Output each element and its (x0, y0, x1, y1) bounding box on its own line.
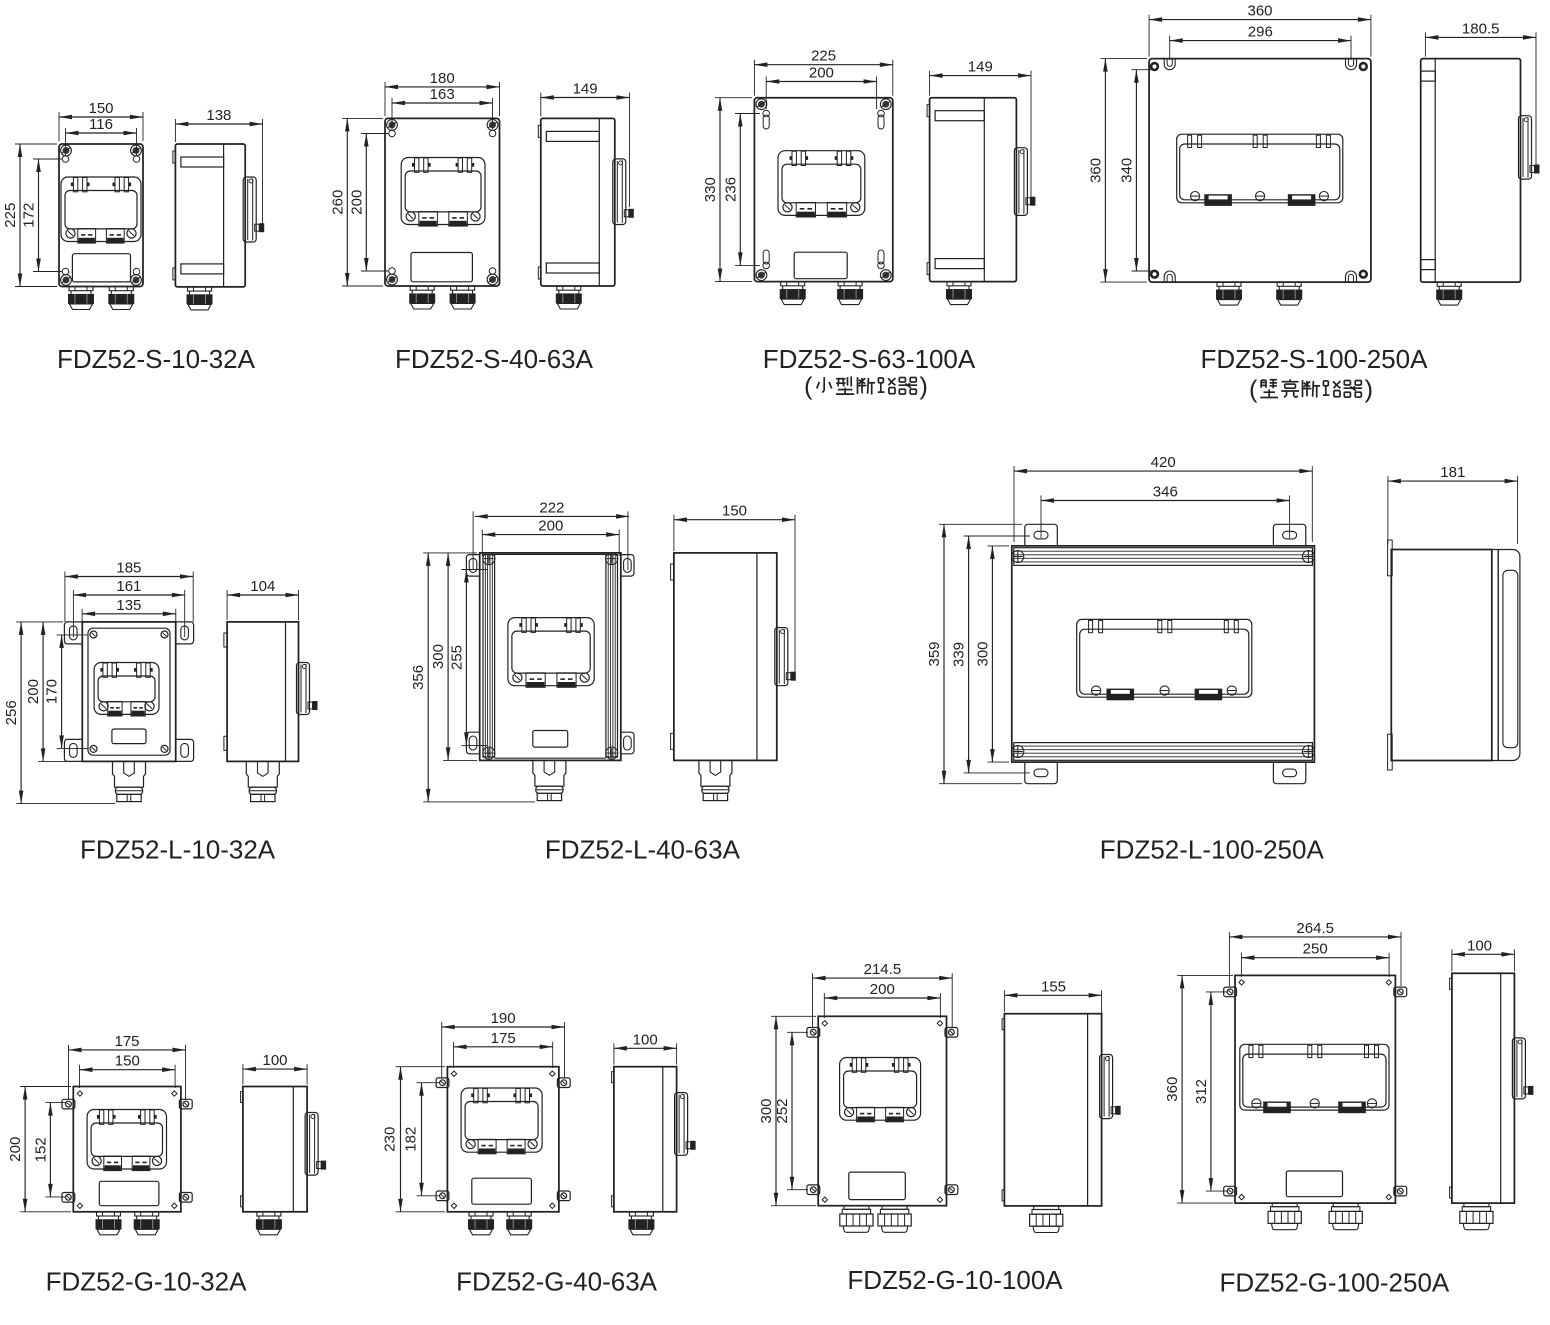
svg-text:150: 150 (88, 100, 113, 117)
svg-text:180.5: 180.5 (1462, 20, 1500, 37)
svg-text:264.5: 264.5 (1296, 920, 1334, 937)
svg-text:330: 330 (702, 177, 719, 202)
svg-text:360: 360 (1164, 1077, 1181, 1102)
svg-text:225: 225 (811, 48, 836, 65)
svg-text:FDZ52-L-40-63A: FDZ52-L-40-63A (545, 835, 741, 865)
svg-text:149: 149 (573, 81, 598, 98)
svg-text:225: 225 (2, 203, 19, 228)
svg-text:346: 346 (1153, 484, 1178, 501)
svg-text:100: 100 (262, 1052, 287, 1069)
svg-text:300: 300 (758, 1098, 775, 1123)
svg-text:175: 175 (491, 1030, 516, 1047)
svg-text:339: 339 (951, 642, 968, 667)
svg-text:175: 175 (114, 1033, 139, 1050)
svg-text:340: 340 (1118, 158, 1135, 183)
svg-text:356: 356 (410, 665, 427, 690)
svg-text:152: 152 (32, 1137, 49, 1162)
svg-text:170: 170 (44, 679, 61, 704)
svg-text:FDZ52-L-10-32A: FDZ52-L-10-32A (80, 835, 276, 865)
svg-text:236: 236 (722, 177, 739, 202)
svg-text:250: 250 (1303, 941, 1328, 958)
svg-text:200: 200 (348, 190, 365, 215)
svg-text:260: 260 (329, 190, 346, 215)
svg-text:200: 200 (809, 65, 834, 82)
svg-text:): ) (919, 372, 927, 400)
svg-text:FDZ52-S-63-100A: FDZ52-S-63-100A (763, 344, 976, 374)
svg-text:360: 360 (1087, 158, 1104, 183)
svg-text:135: 135 (116, 597, 141, 614)
svg-text:300: 300 (430, 644, 447, 669)
svg-text:214.5: 214.5 (864, 961, 902, 978)
svg-text:200: 200 (7, 1137, 24, 1162)
svg-text:200: 200 (538, 518, 563, 535)
svg-text:116: 116 (89, 116, 113, 133)
svg-text:(: ( (804, 372, 813, 400)
svg-text:181: 181 (1440, 464, 1465, 481)
svg-text:FDZ52-G-40-63A: FDZ52-G-40-63A (456, 1267, 657, 1297)
svg-text:230: 230 (382, 1127, 399, 1152)
svg-text:138: 138 (206, 107, 231, 124)
svg-text:256: 256 (3, 700, 20, 725)
svg-text:252: 252 (774, 1098, 791, 1123)
svg-text:185: 185 (116, 560, 141, 577)
svg-text:200: 200 (870, 981, 895, 998)
svg-text:200: 200 (25, 679, 42, 704)
svg-text:300: 300 (974, 641, 991, 666)
svg-text:104: 104 (250, 578, 275, 595)
svg-text:): ) (1365, 375, 1373, 403)
svg-text:150: 150 (722, 503, 747, 520)
svg-text:359: 359 (926, 641, 943, 666)
svg-text:296: 296 (1248, 24, 1273, 41)
svg-text:420: 420 (1151, 454, 1176, 471)
svg-text:FDZ52-G-10-32A: FDZ52-G-10-32A (46, 1267, 247, 1297)
svg-text:190: 190 (491, 1010, 516, 1027)
svg-text:180: 180 (430, 70, 455, 87)
svg-text:FDZ52-S-100-250A: FDZ52-S-100-250A (1201, 344, 1429, 374)
svg-text:100: 100 (633, 1031, 658, 1048)
svg-text:222: 222 (539, 499, 564, 516)
svg-text:182: 182 (403, 1127, 420, 1152)
svg-text:(: ( (1249, 375, 1258, 403)
svg-text:149: 149 (968, 59, 993, 76)
svg-text:150: 150 (115, 1053, 140, 1070)
svg-text:161: 161 (116, 578, 141, 595)
svg-text:FDZ52-S-40-63A: FDZ52-S-40-63A (395, 344, 594, 374)
svg-text:FDZ52-G-100-250A: FDZ52-G-100-250A (1220, 1268, 1450, 1298)
svg-text:360: 360 (1247, 3, 1272, 20)
svg-text:FDZ52-L-100-250A: FDZ52-L-100-250A (1100, 835, 1325, 865)
svg-text:100: 100 (1467, 937, 1492, 954)
svg-text:255: 255 (448, 645, 465, 670)
svg-text:FDZ52-G-10-100A: FDZ52-G-10-100A (847, 1265, 1063, 1295)
svg-text:FDZ52-S-10-32A: FDZ52-S-10-32A (57, 344, 256, 374)
svg-text:163: 163 (430, 86, 455, 103)
svg-text:155: 155 (1041, 978, 1066, 995)
svg-text:312: 312 (1193, 1079, 1210, 1104)
svg-text:172: 172 (21, 203, 38, 228)
